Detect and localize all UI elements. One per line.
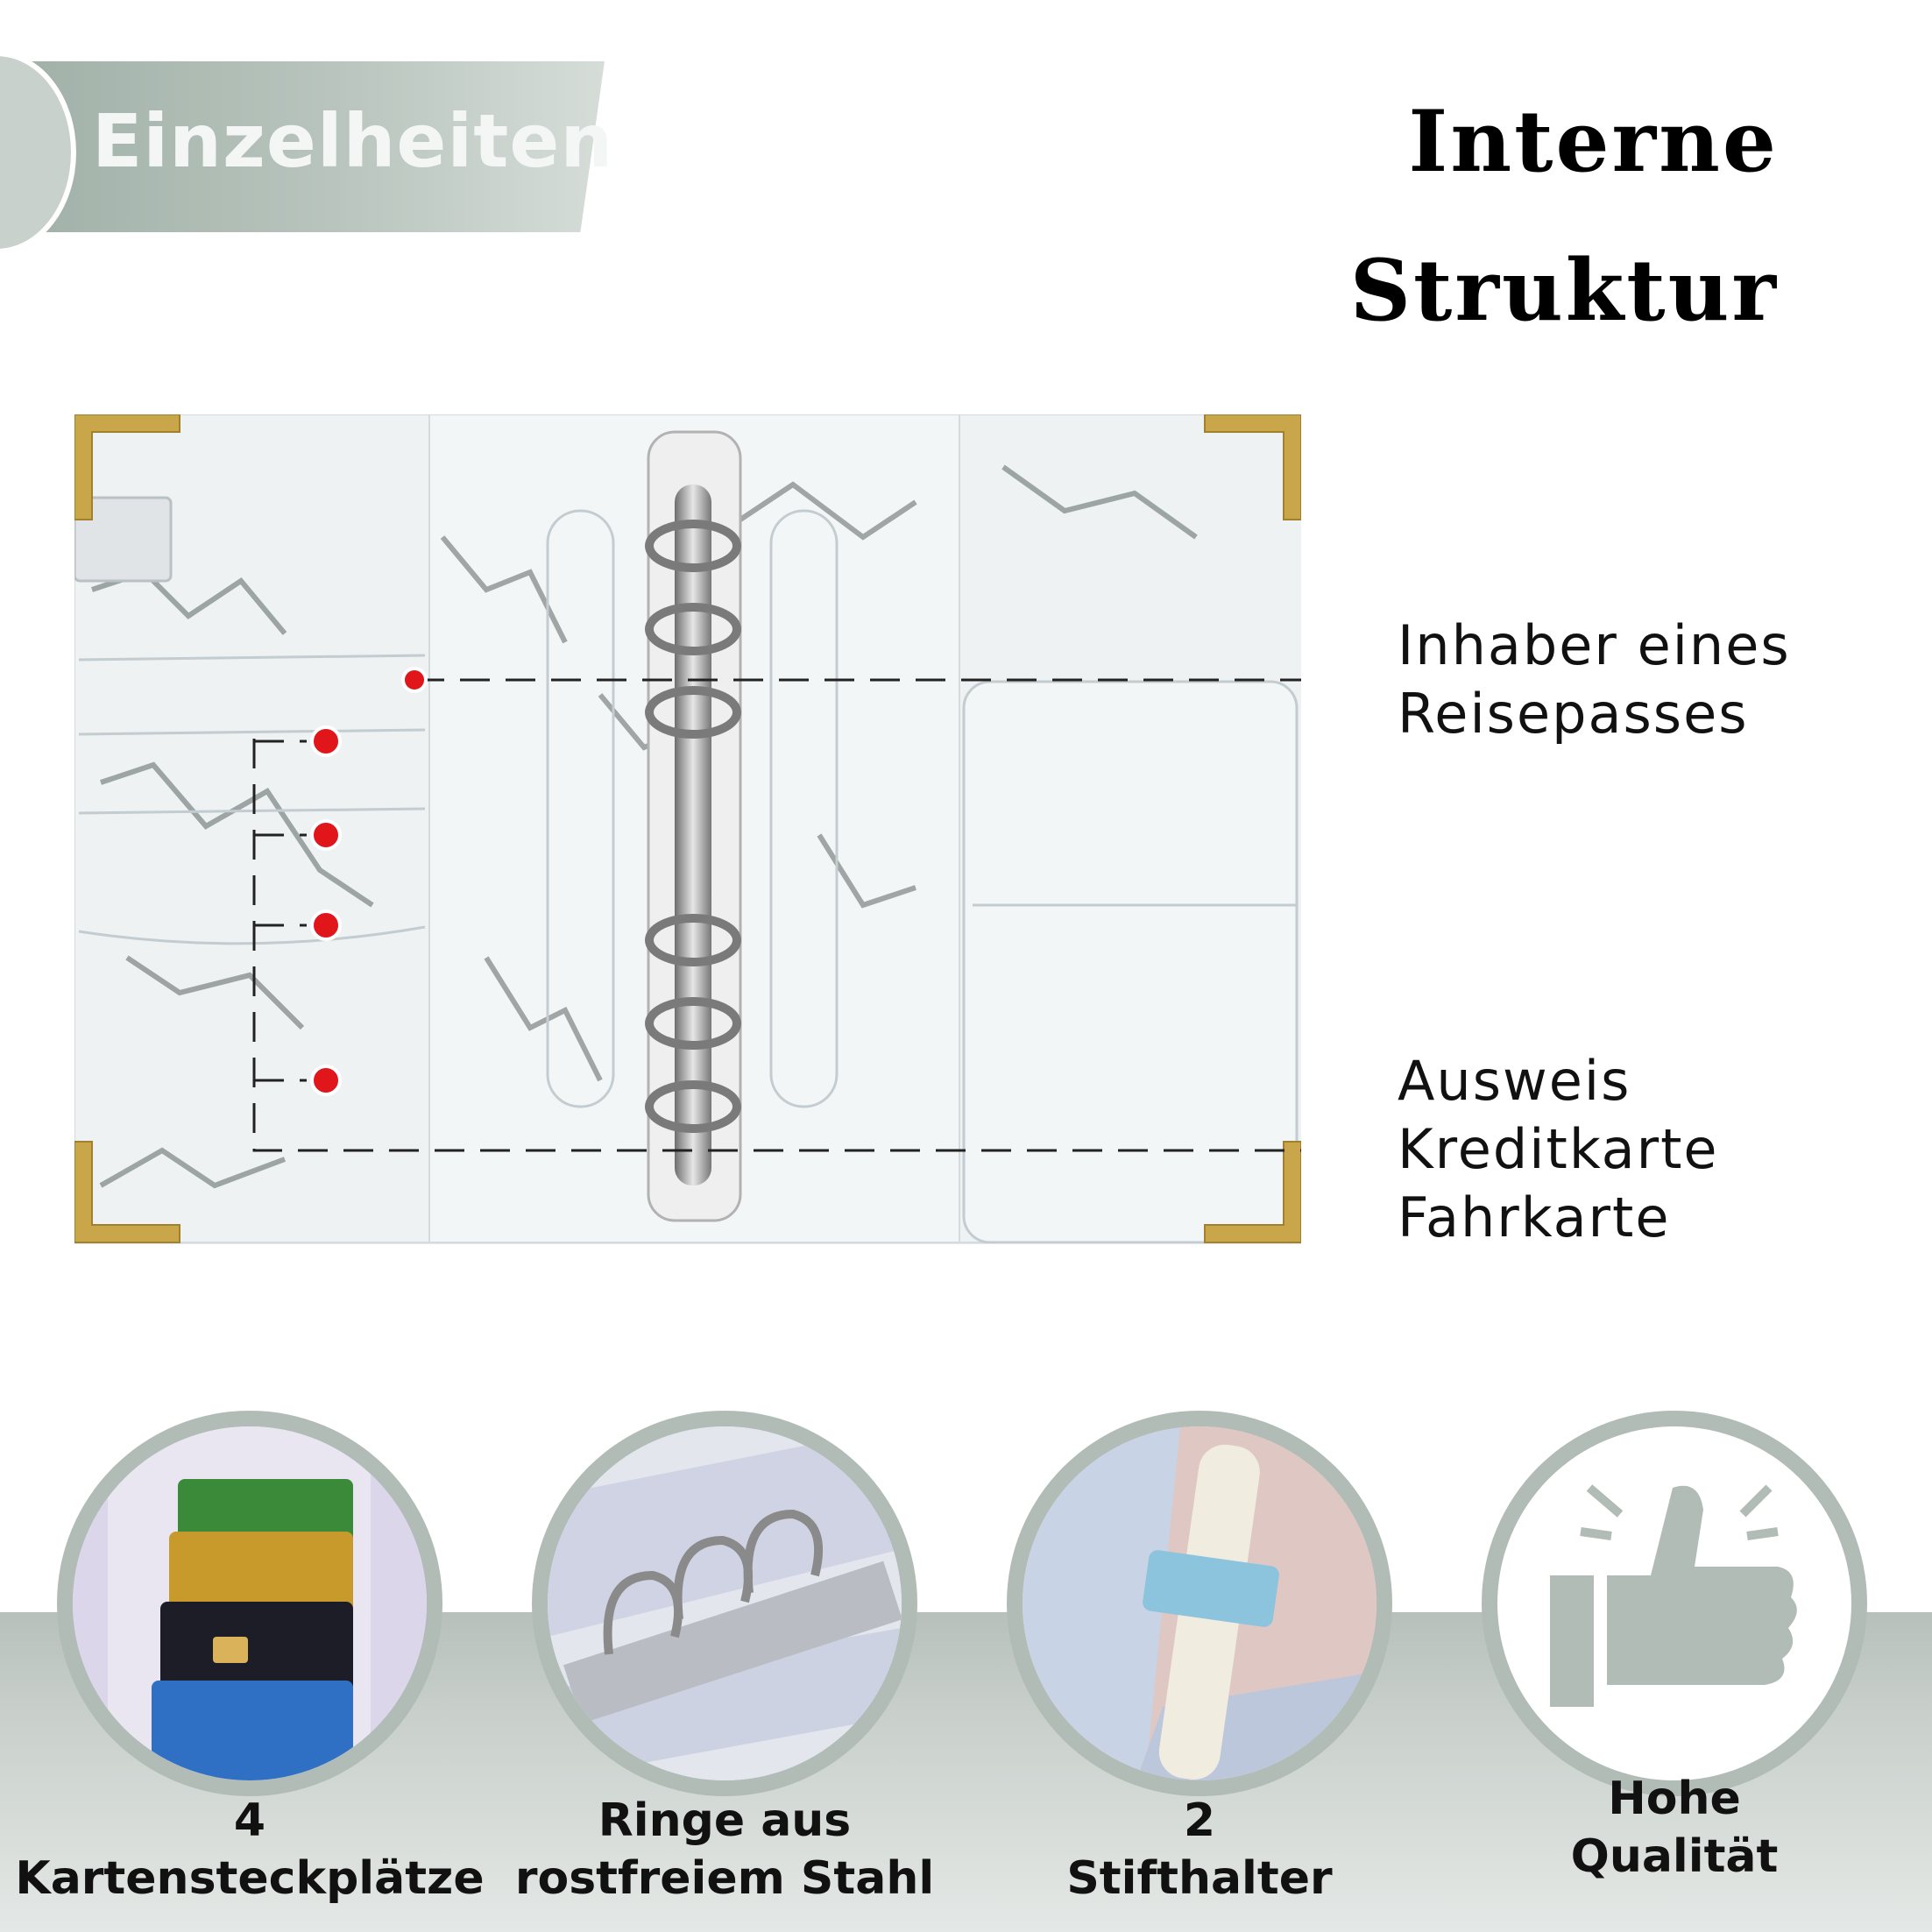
binder-spine <box>675 485 711 1185</box>
marker-card-4 <box>310 1065 342 1096</box>
feature-pen-holder-label-1: 2 <box>1183 1794 1216 1847</box>
markers <box>310 667 428 1096</box>
marker-passport <box>401 667 428 693</box>
section-banner: Einzelheiten <box>0 51 612 254</box>
feature-quality <box>1482 1411 1867 1796</box>
binder-rings-photo <box>548 1426 902 1780</box>
feature-quality-label-2: Qualität <box>1570 1830 1779 1883</box>
quality-badge <box>1497 1426 1851 1780</box>
callout-passport-line-1: Inhaber eines <box>1398 613 1791 677</box>
callout-cards-line-1: Ausweis <box>1398 1049 1631 1113</box>
marker-card-2 <box>310 819 342 851</box>
feature-card-slots <box>57 1411 442 1796</box>
pen-holder-photo <box>1023 1426 1376 1780</box>
feature-binder-rings-label-1: Ringe aus <box>598 1794 852 1847</box>
callout-cards-line-2: Kreditkarte <box>1398 1117 1719 1181</box>
callout-passport: Inhaber eines Reisepasses <box>1398 612 1791 748</box>
planner-illustration <box>74 414 1301 1247</box>
callout-cards-line-3: Fahrkarte <box>1398 1185 1671 1249</box>
feature-binder-rings-label-2: rostfreiem Stahl <box>514 1852 935 1905</box>
callout-cards: Ausweis Kreditkarte Fahrkarte <box>1398 1047 1719 1252</box>
feature-pen-holder-label: 2 Stifthalter <box>954 1792 1445 1907</box>
gold-corners <box>74 414 1301 1243</box>
feature-quality-label-1: Hohe <box>1608 1773 1741 1825</box>
binder-rings <box>645 520 741 1133</box>
feature-card-slots-label-1: 4 <box>233 1794 266 1847</box>
feature-pen-holder-label-2: Stifthalter <box>1066 1852 1333 1905</box>
planner-svg <box>74 414 1301 1244</box>
banner-background <box>0 61 605 232</box>
feature-binder-rings-label: Ringe aus rostfreiem Stahl <box>479 1792 970 1907</box>
card-slots-photo <box>73 1426 427 1780</box>
feature-binder-rings <box>532 1411 917 1796</box>
thumbs-up-icon <box>1550 1484 1797 1707</box>
card-pockets <box>78 654 426 945</box>
marker-card-1 <box>310 725 342 757</box>
feature-quality-label: Hohe Qualität <box>1429 1770 1920 1886</box>
feature-pen-holder <box>1007 1411 1392 1796</box>
leader-lines <box>252 678 1301 1152</box>
feature-card-slots-label-2: Kartensteckplätze <box>15 1852 485 1905</box>
banner-label: Einzelheiten <box>92 98 614 184</box>
heading-line-1: Interne <box>1408 92 1779 191</box>
heading-line-2: Struktur <box>1349 241 1779 340</box>
passport-pocket <box>962 680 1299 1244</box>
callout-passport-line-2: Reisepasses <box>1398 682 1749 746</box>
feature-card-slots-label: 4 Kartensteckplätze <box>4 1792 495 1907</box>
marker-card-3 <box>310 909 342 941</box>
